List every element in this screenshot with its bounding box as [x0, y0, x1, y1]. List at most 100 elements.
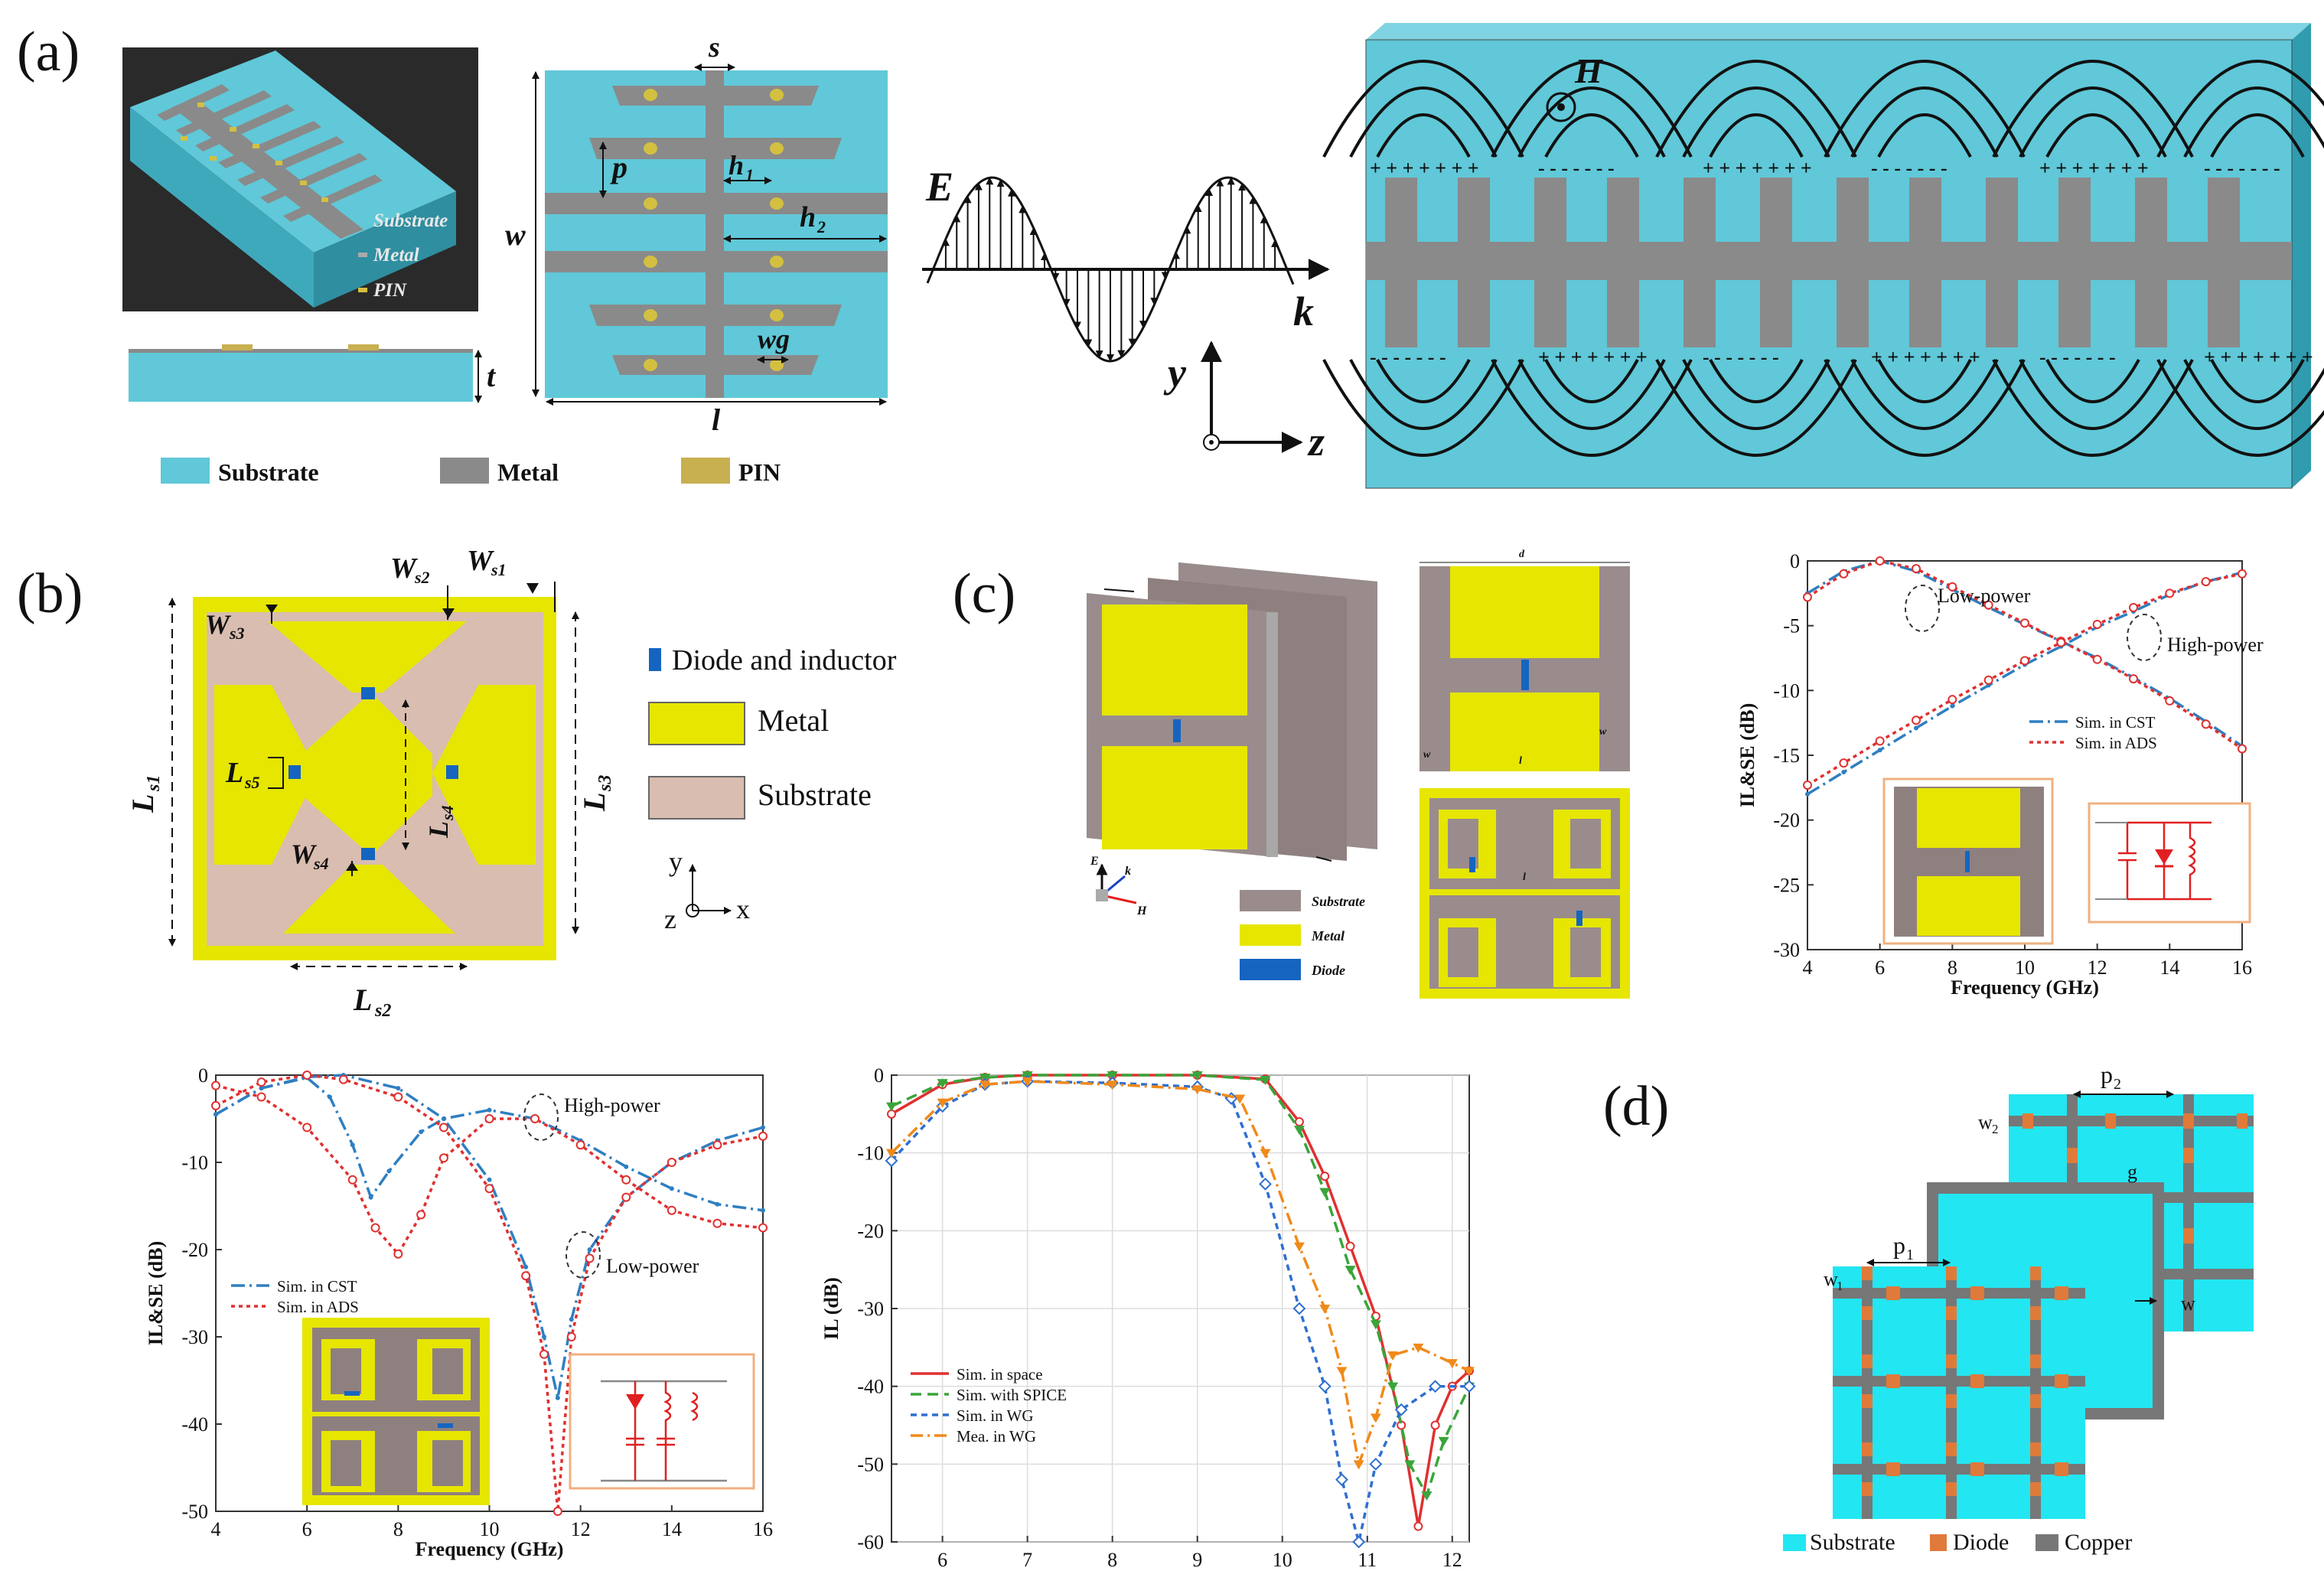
legend-label: Sim. with SPICE [957, 1386, 1067, 1404]
b-dim-Ws3-sub: s3 [229, 624, 245, 643]
x-axis-label: Frequency (GHz) [416, 1538, 564, 1560]
panel-a: (a) Substrat [17, 21, 2324, 489]
data-point [441, 1116, 446, 1121]
a-3d-substrate-top [130, 51, 456, 253]
d-legend-diode: Diode [1953, 1530, 2009, 1555]
annotation-ellipse [566, 1231, 601, 1279]
b-legend-metal: Metal [758, 703, 829, 738]
d-dim-g: g [2127, 1161, 2137, 1183]
d-dim-w1: w [1824, 1268, 1838, 1290]
data-point [1948, 695, 1957, 705]
a-3d-legend-pin-swatch [358, 288, 367, 292]
data-point [2238, 569, 2247, 579]
y-tick-label: -50 [857, 1453, 884, 1475]
x-tick-label: 14 [662, 1518, 682, 1540]
data-point [259, 1086, 264, 1091]
y-tick-label: -20 [857, 1220, 884, 1242]
x-tick-label: 7 [1022, 1549, 1032, 1571]
b-dim-lines [168, 582, 579, 970]
svg-text:+ + + + + + +: + + + + + + + [1703, 157, 1812, 179]
data-point [621, 1192, 631, 1202]
data-point [1875, 736, 1885, 746]
a-legend-pin: PIN [738, 458, 781, 486]
data-point [1462, 1380, 1476, 1393]
d-dim-w: w [2181, 1292, 2195, 1315]
data-point [2092, 654, 2102, 664]
data-point [393, 1249, 403, 1259]
data-point [438, 1153, 448, 1163]
d-legend-substrate-swatch [1783, 1534, 1806, 1551]
x-tick-label: 16 [2232, 957, 2252, 979]
c-legend-diode-swatch [1240, 959, 1301, 980]
bl-inset-circuit [569, 1353, 755, 1490]
data-point [712, 1218, 722, 1228]
data-point [1877, 748, 1882, 753]
data-point [1841, 770, 1846, 775]
data-point [937, 1079, 948, 1089]
d-legend-substrate: Substrate [1810, 1530, 1895, 1555]
data-point [624, 1164, 629, 1169]
c-dim-w1: w [1423, 749, 1431, 761]
d-front-substrate [1833, 1266, 2085, 1519]
a-legend-substrate: Substrate [218, 458, 319, 486]
y-axis-label: IL&SE (dB) [1736, 703, 1758, 808]
c-legend-substrate: Substrate [1312, 894, 1365, 909]
b-dim-arrowheads [266, 583, 539, 871]
d-dim-p2: p [2101, 1061, 2113, 1088]
data-point [1260, 1076, 1271, 1086]
data-point [1912, 715, 1921, 725]
a-dim-p: p [610, 150, 627, 184]
data-point [1369, 1457, 1383, 1471]
data-point [487, 1107, 492, 1113]
data-point [2020, 656, 2029, 666]
a-field-slab: + + + + + + +- - - - - - -- - - - - - -+… [1322, 23, 2324, 489]
c-axis-k: k [1125, 865, 1131, 878]
data-point [667, 1205, 676, 1215]
svg-text:+ + + + + + +: + + + + + + + [1538, 346, 1648, 368]
data-point [211, 1100, 220, 1110]
c-dim-l2: l [1523, 872, 1526, 883]
data-point [1805, 791, 1810, 797]
data-point [2238, 744, 2247, 754]
a-3d-substrate-right [314, 191, 456, 308]
c-dim-w2: w [1599, 726, 1607, 738]
y-tick-label: -10 [857, 1142, 884, 1165]
data-point [2092, 619, 2102, 629]
a-legend: Substrate Metal PIN [161, 458, 781, 486]
a-dim-h2: h [800, 201, 816, 233]
a-wave-y: y [1163, 350, 1187, 396]
data-point [484, 1184, 494, 1194]
data-point [761, 1125, 765, 1130]
x-tick-label: 12 [571, 1518, 591, 1540]
b-dim-Ws1: W [467, 545, 495, 577]
b-axis-z: z [664, 904, 676, 934]
panel-c: (c) E k H Substr [953, 549, 2264, 999]
c-legend-substrate-swatch [1240, 890, 1301, 911]
data-point [715, 1201, 720, 1207]
series-line [215, 1074, 764, 1512]
data-point [213, 1112, 218, 1117]
data-point [761, 1208, 765, 1213]
data-point [1421, 1491, 1433, 1501]
data-point [350, 1142, 355, 1148]
data-point [1319, 1188, 1331, 1198]
data-point [1413, 1521, 1423, 1531]
data-point [487, 1177, 492, 1182]
b-dim-Ws1-sub: s1 [491, 560, 507, 579]
x-tick-label: 8 [1107, 1549, 1117, 1571]
a-3d-legend-substrate-swatch [358, 218, 367, 223]
data-point [569, 1317, 574, 1322]
b-dim-Ws2: W [390, 552, 419, 585]
a-dim-h1: h [728, 150, 744, 181]
data-point [2201, 577, 2211, 587]
b-dim-Ws3: W [205, 609, 232, 640]
x-tick-label: 10 [480, 1518, 500, 1540]
data-point [1352, 1535, 1366, 1549]
data-point [419, 1129, 424, 1135]
y-tick-label: -40 [857, 1376, 884, 1398]
data-point [1259, 1177, 1272, 1191]
a-dim-w: w [505, 217, 526, 252]
annotation-label: High-power [2167, 634, 2264, 656]
y-tick-label: -20 [181, 1239, 208, 1261]
